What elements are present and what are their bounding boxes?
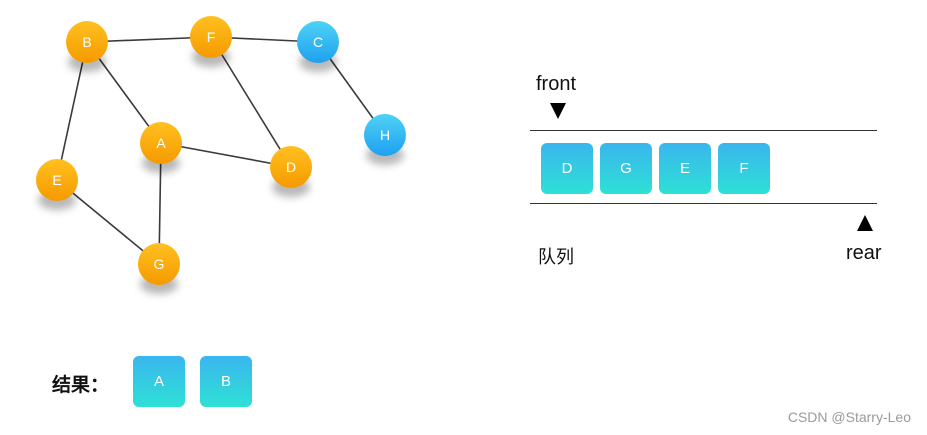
queue-item: D	[541, 143, 593, 194]
node-circle	[297, 21, 339, 63]
queue-item: E	[659, 143, 711, 194]
node-circle	[190, 16, 232, 58]
graph-nodes: B F C H A D E G	[36, 16, 406, 294]
queue-bottom-line	[530, 203, 877, 204]
graph-node-h: H	[364, 114, 406, 165]
queue-item: G	[600, 143, 652, 194]
result-item: B	[200, 356, 252, 407]
node-circle	[140, 122, 182, 164]
graph-node-e: E	[36, 159, 78, 210]
node-label: A	[156, 135, 166, 151]
node-circle	[36, 159, 78, 201]
node-circle	[66, 21, 108, 63]
node-label: B	[82, 34, 91, 50]
queue-item: F	[718, 143, 770, 194]
node-circle	[138, 243, 180, 285]
graph-node-d: D	[270, 146, 312, 197]
queue-caption: 队列	[538, 247, 574, 267]
node-circle	[364, 114, 406, 156]
node-label: G	[154, 256, 165, 272]
result-label: 结果：	[52, 375, 110, 396]
graph-edge-a-d	[160, 142, 292, 168]
queue-front-label: front	[536, 73, 577, 95]
graph-node-a: A	[140, 122, 182, 173]
queue-top-line	[530, 130, 877, 131]
front-pointer-icon	[550, 103, 566, 119]
node-label: E	[52, 172, 61, 188]
graph-node-c: C	[297, 21, 339, 72]
graph-edge-e-g	[56, 179, 160, 265]
graph-node-b: B	[66, 21, 108, 72]
graph-node-g: G	[138, 243, 180, 294]
graph-edges	[56, 36, 386, 265]
rear-pointer-icon	[857, 215, 873, 231]
graph-node-f: F	[190, 16, 232, 67]
watermark: CSDN @Starry-Leo	[787, 409, 911, 425]
queue-rear-label: rear	[846, 242, 882, 264]
result-item: A	[133, 356, 185, 407]
node-circle	[270, 146, 312, 188]
node-label: H	[380, 127, 390, 143]
node-label: F	[207, 29, 216, 45]
node-label: C	[313, 34, 323, 50]
node-label: D	[286, 159, 296, 175]
